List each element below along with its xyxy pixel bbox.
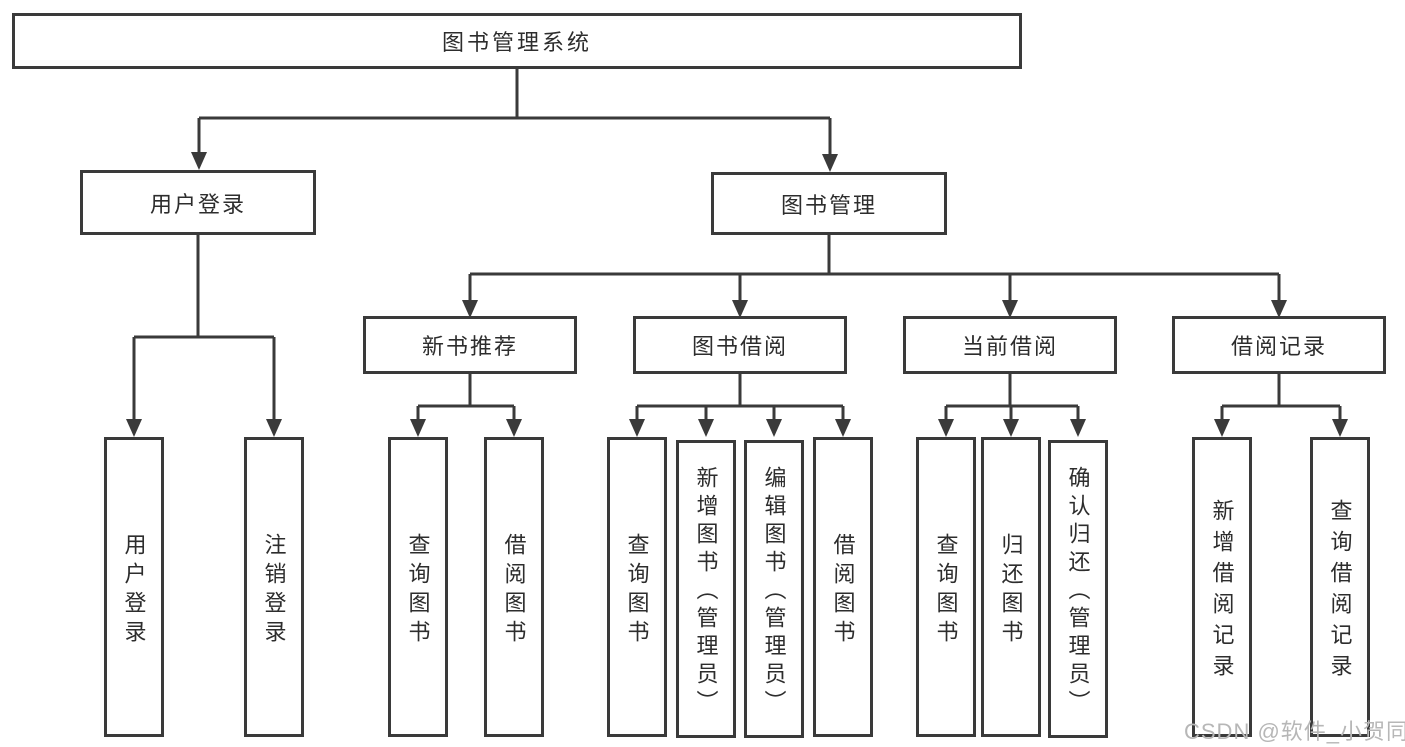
node-current-borrow: 当前借阅 [903, 316, 1117, 374]
node-user-login: 用户登录 [80, 170, 316, 235]
node-new-book-recommend-label: 新书推荐 [421, 334, 518, 359]
leaf-newrec-query-book: 查询图书 [388, 437, 448, 737]
leaf-borrow-query-book-label: 查询图书 [624, 532, 650, 649]
connector-borrow-records-children [1214, 374, 1348, 437]
leaf-current-query-book-label: 查询图书 [933, 532, 959, 649]
node-borrow-records-label: 借阅记录 [1230, 334, 1327, 359]
leaf-borrow-edit-book-admin-label: 编辑图书（管理员） [761, 466, 787, 718]
connector-root-to-level2 [191, 69, 838, 172]
csdn-watermark: CSDN @软件_小贺同学 [1184, 719, 1405, 744]
node-book-borrow-label: 图书借阅 [691, 334, 788, 359]
leaf-records-query-record-label: 查询借阅记录 [1327, 498, 1353, 685]
node-new-book-recommend: 新书推荐 [363, 316, 577, 374]
leaf-current-confirm-return-admin-label: 确认归还（管理员） [1065, 466, 1091, 718]
leaf-current-return-book: 归还图书 [981, 437, 1041, 737]
leaf-borrow-add-book-admin: 新增图书（管理员） [676, 440, 736, 738]
leaf-borrow-borrow-book: 借阅图书 [813, 437, 873, 737]
leaf-user-login-label: 用户登录 [121, 532, 147, 649]
node-book-management: 图书管理 [711, 172, 947, 235]
connector-book-management-children [462, 235, 1287, 318]
leaf-logout-label: 注销登录 [261, 532, 287, 649]
leaf-user-login: 用户登录 [104, 437, 164, 737]
connector-current-borrow-children [938, 374, 1086, 437]
node-book-management-label: 图书管理 [780, 192, 877, 218]
leaf-logout: 注销登录 [244, 437, 304, 737]
node-book-borrow: 图书借阅 [633, 316, 847, 374]
node-root-label: 图书管理系统 [441, 30, 592, 55]
leaf-current-confirm-return-admin: 确认归还（管理员） [1048, 440, 1108, 738]
leaf-records-add-record-label: 新增借阅记录 [1209, 498, 1235, 685]
connector-new-book-recommend-children [410, 374, 522, 437]
leaf-borrow-add-book-admin-label: 新增图书（管理员） [693, 466, 719, 718]
node-root: 图书管理系统 [12, 13, 1022, 69]
leaf-borrow-edit-book-admin: 编辑图书（管理员） [744, 440, 804, 738]
leaf-newrec-borrow-book-label: 借阅图书 [501, 532, 527, 649]
leaf-records-query-record: 查询借阅记录 [1310, 437, 1370, 737]
leaf-newrec-borrow-book: 借阅图书 [484, 437, 544, 737]
leaf-borrow-query-book: 查询图书 [607, 437, 667, 737]
node-borrow-records: 借阅记录 [1172, 316, 1386, 374]
leaf-current-query-book: 查询图书 [916, 437, 976, 737]
leaf-records-add-record: 新增借阅记录 [1192, 437, 1252, 737]
leaf-current-return-book-label: 归还图书 [998, 532, 1024, 649]
connector-user-login-children [126, 235, 282, 437]
leaf-borrow-borrow-book-label: 借阅图书 [830, 532, 856, 649]
connector-book-borrow-children [629, 374, 851, 437]
node-current-borrow-label: 当前借阅 [961, 334, 1058, 359]
node-user-login-label: 用户登录 [149, 191, 246, 217]
leaf-newrec-query-book-label: 查询图书 [405, 532, 431, 649]
